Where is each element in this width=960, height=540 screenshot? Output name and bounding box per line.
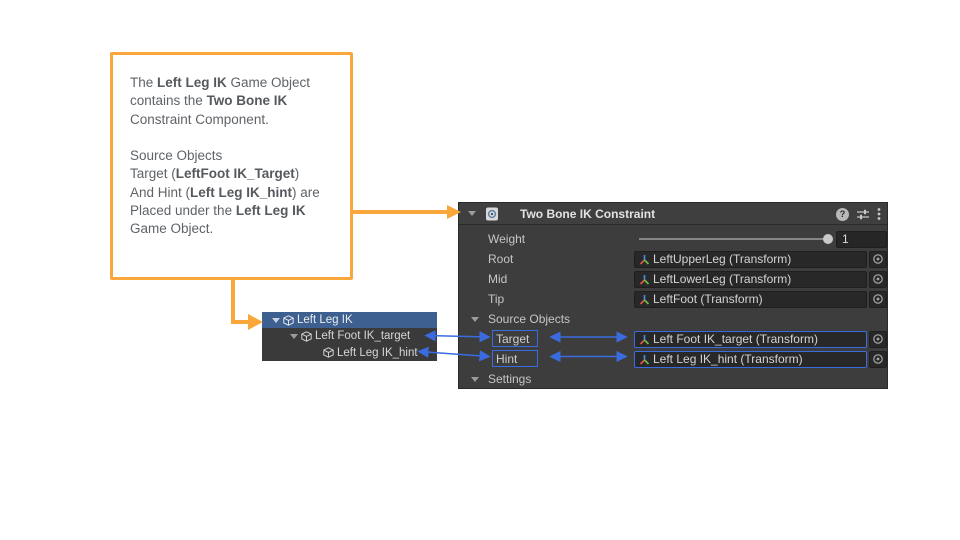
- tip-label: Tip: [488, 292, 505, 306]
- callout-line: Placed under the Left Leg IK: [130, 203, 306, 219]
- help-icon[interactable]: ?: [836, 207, 849, 221]
- component-title: Two Bone IK Constraint: [520, 206, 656, 221]
- weight-slider-knob[interactable]: [823, 234, 833, 244]
- gameobject-cube-icon: [323, 347, 334, 358]
- callout-line: And Hint (Left Leg IK_hint) are: [130, 184, 320, 200]
- header-toolbar: ?: [836, 203, 881, 225]
- gameobject-cube-icon: [301, 331, 312, 342]
- weight-label: Weight: [488, 232, 526, 246]
- target-row: Target Left Foot IK_target (Transform): [459, 330, 887, 348]
- tip-row: Tip LeftFoot (Transform): [459, 290, 887, 308]
- root-object-field[interactable]: LeftUpperLeg (Transform): [634, 250, 867, 268]
- hierarchy-item-left-leg-ik-hint[interactable]: Left Leg IK_hint: [262, 345, 437, 361]
- callout-line: The Left Leg IK Game Object: [130, 75, 311, 90]
- callout-line: Game Object.: [130, 221, 214, 237]
- object-picker-icon[interactable]: [869, 250, 887, 268]
- object-picker-icon[interactable]: [869, 330, 887, 348]
- foldout-open-icon[interactable]: [471, 377, 479, 382]
- object-picker-icon[interactable]: [869, 290, 887, 308]
- callout-to-hierarchy-arrow: [231, 280, 263, 330]
- mid-row: Mid LeftLowerLeg (Transform): [459, 270, 887, 288]
- hierarchy-item-label: Left Leg IK_hint: [337, 346, 418, 359]
- mid-label: Mid: [488, 272, 508, 286]
- transform-icon: [639, 254, 650, 265]
- callout-line: contains the Two Bone IK: [130, 93, 288, 109]
- weight-value-input[interactable]: 1: [836, 230, 887, 248]
- transform-icon: [639, 274, 650, 285]
- presets-icon[interactable]: [856, 208, 870, 221]
- weight-slider[interactable]: [639, 238, 829, 240]
- component-header: Two Bone IK Constraint ?: [459, 203, 887, 225]
- foldout-open-icon[interactable]: [471, 317, 479, 322]
- hierarchy-item-left-leg-ik[interactable]: Left Leg IK: [262, 312, 437, 329]
- more-menu-icon[interactable]: [877, 207, 881, 221]
- settings-header: Settings: [488, 372, 532, 386]
- hint-label-highlight-box: Hint: [492, 350, 538, 367]
- hint-row: Hint Left Leg IK_hint (Transform): [459, 350, 887, 368]
- constraint-component-icon: [486, 207, 498, 220]
- hint-object-field[interactable]: Left Leg IK_hint (Transform): [634, 350, 867, 368]
- hierarchy-item-label: Left Foot IK_target: [315, 330, 411, 343]
- transform-icon: [639, 294, 650, 305]
- root-row: Root LeftUpperLeg (Transform): [459, 250, 887, 268]
- hierarchy-panel: Left Leg IK Left Foot IK_target Left Leg…: [262, 312, 437, 361]
- tip-object-field[interactable]: LeftFoot (Transform): [634, 290, 867, 308]
- foldout-open-icon[interactable]: [272, 317, 280, 323]
- hierarchy-item-left-foot-ik-target[interactable]: Left Foot IK_target: [262, 328, 437, 344]
- gameobject-cube-icon: [283, 314, 294, 326]
- callout-line: Constraint Component.: [130, 111, 269, 127]
- target-label-highlight-box: Target: [492, 330, 538, 347]
- transform-icon: [639, 354, 650, 365]
- source-objects-foldout[interactable]: Source Objects: [459, 310, 887, 328]
- annotation-callout-box: The Left Leg IK Game Object contains the…: [110, 52, 353, 280]
- object-picker-icon[interactable]: [869, 270, 887, 288]
- mid-object-field[interactable]: LeftLowerLeg (Transform): [634, 270, 867, 288]
- component-foldout-icon[interactable]: [468, 211, 476, 216]
- callout-line: Source Objects: [130, 148, 223, 164]
- target-object-field[interactable]: Left Foot IK_target (Transform): [634, 330, 867, 348]
- root-label: Root: [488, 252, 514, 266]
- callout-line: Target (LeftFoot IK_Target): [130, 166, 300, 182]
- settings-foldout[interactable]: Settings: [459, 370, 887, 388]
- source-objects-header: Source Objects: [488, 312, 571, 326]
- callout-to-inspector-arrow: [353, 205, 461, 219]
- two-bone-ik-inspector-panel: Two Bone IK Constraint ? Weight 1 Root: [458, 202, 888, 389]
- transform-icon: [639, 334, 650, 345]
- object-picker-icon[interactable]: [869, 350, 887, 368]
- foldout-open-icon[interactable]: [290, 333, 298, 339]
- callout-blank-line: [130, 129, 342, 147]
- weight-row: Weight 1: [459, 230, 887, 248]
- hierarchy-item-label: Left Leg IK: [297, 314, 353, 327]
